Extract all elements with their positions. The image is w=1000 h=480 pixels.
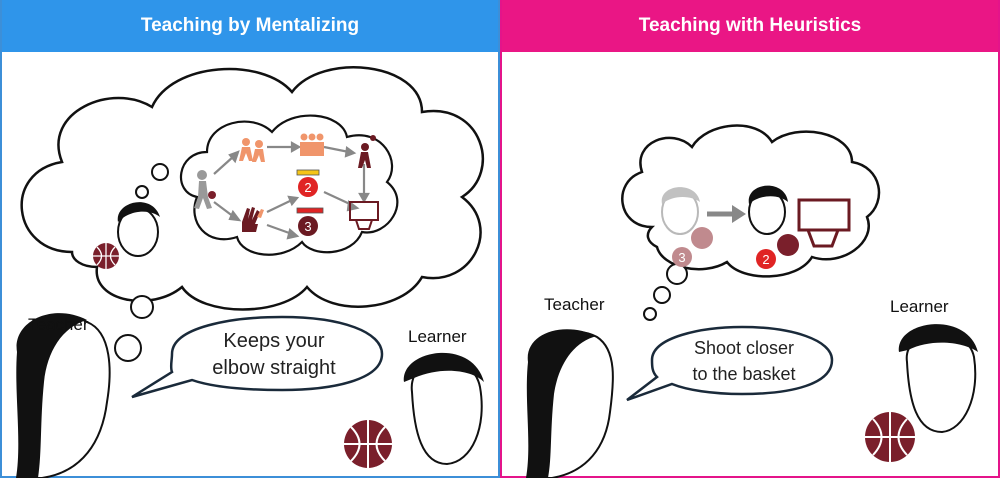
heuristics-scene: 3 2 Teacher Shoot closer to the basket <box>526 124 978 478</box>
speech-line-1: Shoot closer <box>694 338 794 358</box>
learner-figure <box>898 324 978 434</box>
heuristics-panel: Teaching with Heuristics 3 2 <box>500 0 1000 478</box>
distance-ruler-long <box>296 207 324 214</box>
speech-bubble <box>131 315 384 399</box>
badge-two-label: 2 <box>762 252 769 267</box>
learner-label: Learner <box>890 297 949 316</box>
learner-label: Learner <box>408 327 467 346</box>
basketball-icon <box>344 420 392 468</box>
team-players-icon <box>239 133 324 162</box>
thought-bubble <box>653 286 671 304</box>
badge-three <box>298 216 318 236</box>
teacher-label: Teacher <box>544 295 605 314</box>
shooting-player-icon <box>358 135 376 168</box>
badge-three-label: 3 <box>304 219 311 234</box>
distance-ruler-short <box>296 169 320 176</box>
speech-line-1: Keeps your <box>223 330 325 352</box>
heuristics-title: Teaching with Heuristics <box>502 0 998 52</box>
teacher-label: Teacher <box>28 315 89 334</box>
badge-three <box>672 247 692 267</box>
teacher-figure <box>16 313 111 478</box>
thought-bubble <box>151 163 169 181</box>
thought-bubble <box>114 334 142 362</box>
learner-figure <box>403 352 484 466</box>
braided-hair <box>526 329 597 478</box>
basketball-hoop-icon <box>797 198 851 248</box>
learner-hair <box>403 352 484 382</box>
basketball-icon <box>777 234 799 256</box>
walking-person-icon <box>194 170 216 209</box>
faded-learner-head <box>661 187 700 235</box>
mentalizing-scene: 2 3 Teacher Keeps your elbow straight Le… <box>16 66 485 478</box>
imagined-learner-head <box>93 202 160 269</box>
thought-bubble <box>666 263 688 285</box>
basketball-hoop-icon <box>349 201 379 230</box>
speech-line-2: elbow straight <box>212 357 336 379</box>
badge-two <box>756 249 776 269</box>
badge-two <box>298 177 318 197</box>
faded-basketball-icon <box>691 227 713 249</box>
learner-hair <box>898 324 978 352</box>
improvement-arrow <box>707 205 746 223</box>
thought-bubble <box>135 185 149 199</box>
flow-arrows <box>213 141 370 240</box>
basketball-icon <box>865 412 915 462</box>
speech-bubble <box>626 325 834 402</box>
badge-three-label: 3 <box>678 250 685 265</box>
learner-head-closer <box>748 185 788 235</box>
speech-line-2: to the basket <box>692 364 795 384</box>
defending-hands-icon <box>242 207 264 232</box>
mentalizing-panel: Teaching by Mentalizing <box>0 0 500 478</box>
mentalizing-title: Teaching by Mentalizing <box>2 0 498 52</box>
teacher-figure <box>526 329 614 478</box>
thought-bubble <box>643 307 657 321</box>
braided-hair <box>16 313 87 478</box>
badge-two-label: 2 <box>304 180 311 195</box>
thought-bubble <box>130 295 154 319</box>
